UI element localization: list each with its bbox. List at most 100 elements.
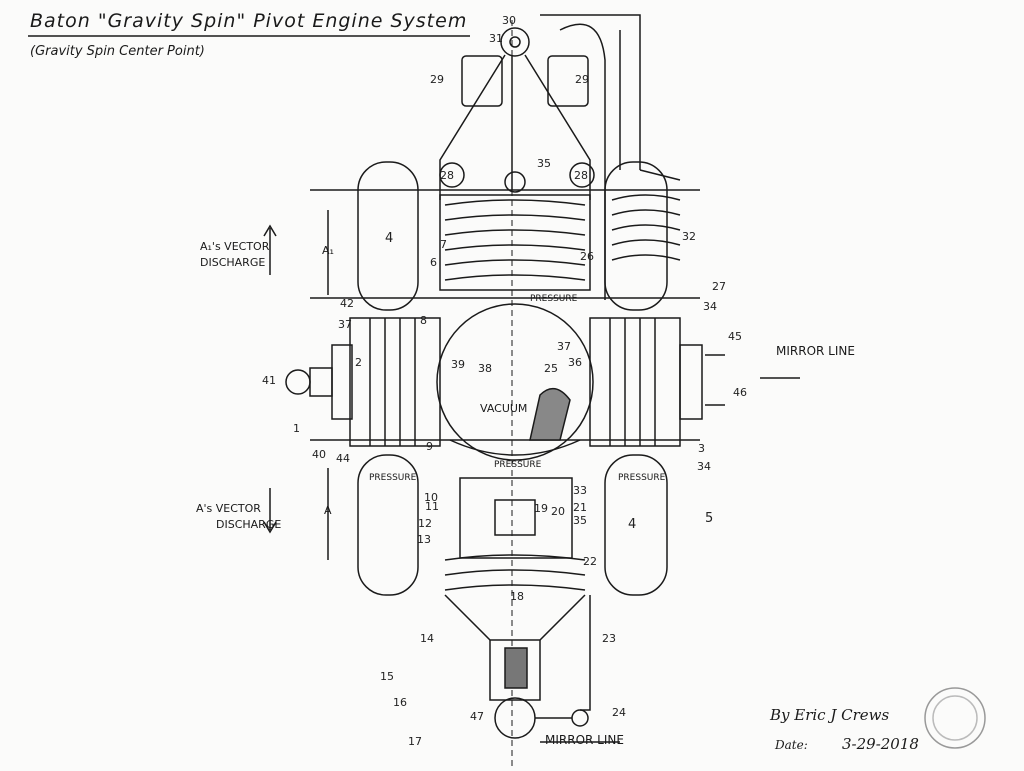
callout-42: 42 (340, 297, 354, 310)
pipe-23 (580, 595, 591, 711)
callout-11: 11 (425, 500, 439, 513)
callout-8: 8 (420, 314, 427, 327)
callout-3: 3 (698, 442, 705, 455)
callout-18: 18 (510, 590, 524, 603)
callout-6: 6 (430, 256, 437, 269)
callout-28-left: 28 (440, 169, 454, 182)
callout-37-left: 37 (338, 318, 352, 331)
chamber-shaded-wedge (529, 387, 571, 441)
a1-discharge-label: DISCHARGE (200, 256, 266, 269)
callout-2: 2 (355, 356, 362, 369)
callout-33: 33 (573, 484, 587, 497)
cylinder-29-right (547, 55, 589, 107)
upper-coil (444, 199, 586, 281)
top-pivot-inner (509, 36, 521, 48)
callout-41: 41 (262, 374, 276, 387)
central-chamber (436, 303, 594, 461)
callout-16: 16 (393, 696, 407, 709)
callout-36: 36 (568, 356, 582, 369)
callout-44: 44 (336, 452, 350, 465)
knob-41 (285, 369, 311, 395)
valve-28-right (569, 162, 595, 188)
callout-35-lower: 35 (573, 514, 587, 527)
left-hub (349, 317, 441, 447)
callout-40: 40 (312, 448, 326, 461)
top-pivot-circle (500, 27, 530, 57)
right-coil-32 (611, 194, 681, 261)
a-vector-label: A's VECTOR (196, 502, 261, 515)
callout-34-upper: 34 (703, 300, 717, 313)
callout-45: 45 (728, 330, 742, 343)
callout-20: 20 (551, 505, 565, 518)
tank-4-upper-left (357, 161, 419, 311)
a-letter: A (324, 504, 332, 517)
pressure-label-left: PRESSURE (369, 473, 417, 483)
upper-cone (439, 54, 591, 200)
signature-by: By Eric J Crews (770, 706, 890, 724)
callout-24: 24 (612, 706, 626, 719)
callout-29-right: 29 (575, 73, 589, 86)
valve-35-top (504, 171, 526, 193)
callout-31: 31 (489, 32, 503, 45)
callout-30: 30 (502, 14, 516, 27)
valve-28-left (439, 162, 465, 188)
callout-26: 26 (580, 250, 594, 263)
callout-1: 1 (293, 422, 300, 435)
lower-block (459, 477, 573, 559)
callout-35: 35 (537, 157, 551, 170)
callout-4-upper: 4 (385, 231, 393, 246)
callout-22: 22 (583, 555, 597, 568)
callout-12: 12 (418, 517, 432, 530)
a1-vector-label: A₁'s VECTOR (200, 240, 270, 253)
upper-coil-housing (439, 194, 591, 291)
callout-25: 25 (544, 362, 558, 375)
signature-date-label: Date: (775, 738, 808, 752)
lower-coil (444, 554, 586, 591)
mirror-line-right-label: MIRROR LINE (776, 344, 855, 358)
pipe-to-coil (639, 169, 681, 181)
right-hub (589, 317, 681, 447)
callout-37-right: 37 (557, 340, 571, 353)
diagram-title: Baton "Gravity Spin" Pivot Engine System (30, 10, 468, 32)
left-end-cap (309, 367, 333, 397)
left-plate (331, 344, 353, 420)
callout-21: 21 (573, 501, 587, 514)
callout-15: 15 (380, 670, 394, 683)
callout-47: 47 (470, 710, 484, 723)
callout-38: 38 (478, 362, 492, 375)
callout-5: 5 (705, 511, 713, 526)
callout-29-left: 29 (430, 73, 444, 86)
mirror-line-bottom-label: MIRROR LINE (545, 733, 624, 747)
callout-17: 17 (408, 735, 422, 748)
callout-19: 19 (534, 502, 548, 515)
signature-date: 3-29-2018 (842, 735, 919, 753)
pressure-label-right: PRESSURE (618, 473, 666, 483)
callout-14: 14 (420, 632, 434, 645)
bottom-circle-17 (494, 697, 536, 739)
lower-column (489, 640, 541, 701)
callout-13: 13 (417, 533, 431, 546)
pressure-label-top: PRESSURE (530, 294, 578, 304)
top-return-pipe (540, 14, 641, 300)
pressure-label-mid: PRESSURE (494, 460, 542, 470)
diagram-subtitle: (Gravity Spin Center Point) (30, 44, 205, 59)
bottom-circle-24 (571, 709, 589, 727)
right-plate (679, 344, 703, 420)
inner-column-16 (504, 647, 528, 689)
callout-27: 27 (712, 280, 726, 293)
callout-32: 32 (682, 230, 696, 243)
callout-34-lower: 34 (697, 460, 711, 473)
callout-28-right: 28 (574, 169, 588, 182)
callout-23: 23 (602, 632, 616, 645)
lower-cone (444, 594, 586, 641)
vacuum-label: VACUUM (480, 402, 528, 415)
chamber-lower-arc (449, 439, 581, 456)
callout-7: 7 (440, 238, 447, 251)
tank-upper-right (604, 161, 668, 311)
callout-9: 9 (426, 440, 433, 453)
a-discharge-label: DISCHARGE (216, 518, 282, 531)
callout-46: 46 (733, 386, 747, 399)
callout-10: 10 (424, 491, 438, 504)
a1-letter: A₁ (322, 244, 334, 257)
